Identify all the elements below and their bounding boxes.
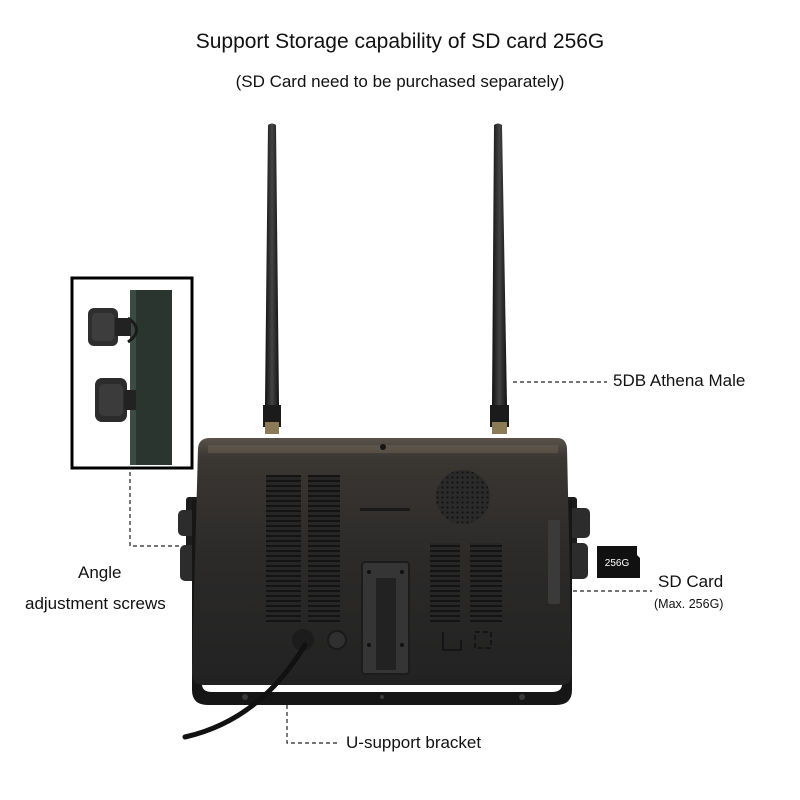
vent-right-b [470, 543, 502, 625]
vent-left-b [308, 475, 340, 625]
vent-right-a [430, 543, 460, 625]
u-support-bracket [192, 500, 572, 705]
screw-detail-inset [70, 276, 194, 470]
angle-screws-label-line1: Angle [78, 563, 122, 582]
callout-line-angle [129, 472, 180, 547]
vent-left-a [266, 475, 301, 625]
power-cable [182, 629, 314, 740]
page-title: Support Storage capability of SD card 25… [195, 30, 605, 53]
page-subtitle: (SD Card need to be purchased separately… [235, 72, 565, 91]
monitor-rear-housing [192, 438, 572, 685]
sd-card-label: SD Card [658, 572, 724, 591]
callout-line-bracket [286, 705, 340, 744]
antenna-right [490, 123, 509, 434]
antenna-left [263, 123, 281, 434]
sd-card-icon: 256G [597, 546, 640, 578]
sd-card-slot [548, 520, 560, 604]
antenna-label: 5DB Athena Male [613, 371, 746, 390]
bracket-label: U-support bracket [346, 733, 482, 752]
speaker-grill [436, 470, 490, 524]
sd-card-max-label: (Max. 256G) [654, 597, 724, 611]
sd-card-icon-label: 256G [605, 558, 630, 569]
callout-lines [129, 381, 652, 744]
angle-screws-label-line2: adjustment screws [25, 594, 166, 613]
